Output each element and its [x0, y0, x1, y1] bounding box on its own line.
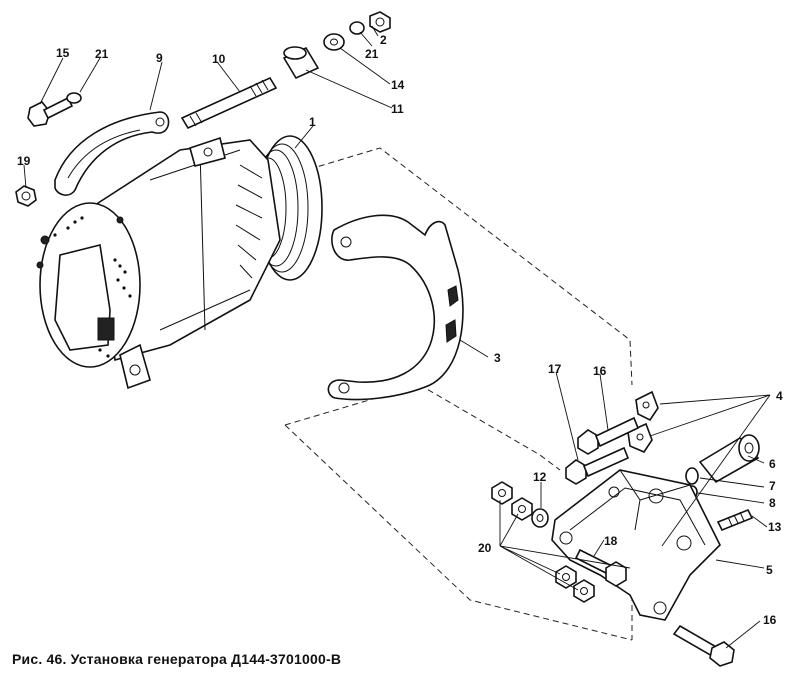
callout-11: 11 — [391, 102, 404, 116]
nuts-20-drawing — [491, 481, 595, 603]
callout-16-top: 16 — [593, 364, 607, 378]
callout-8: 8 — [769, 496, 776, 510]
callout-10: 10 — [212, 52, 226, 66]
callout-17: 17 — [548, 362, 562, 376]
callout-12: 12 — [533, 470, 547, 484]
callout-6: 6 — [769, 457, 776, 471]
callout-19: 19 — [17, 154, 31, 168]
shield-3-drawing — [327, 214, 464, 401]
generator-drawing — [36, 135, 323, 390]
lockwasher-21-right-drawing — [349, 21, 365, 35]
callout-16-bottom: 16 — [763, 613, 777, 627]
callout-18: 18 — [604, 534, 618, 548]
lockwasher-21-left-drawing — [66, 92, 82, 104]
callout-2: 2 — [380, 33, 387, 47]
callout-15: 15 — [56, 46, 70, 60]
stud-10-drawing — [180, 76, 278, 130]
callout-labels: 1 2 3 4 5 6 7 8 9 10 11 12 13 14 15 16 1… — [17, 33, 783, 627]
callout-3: 3 — [494, 351, 501, 365]
callout-21-right: 21 — [365, 47, 379, 61]
bracket-5-drawing — [551, 469, 721, 621]
sleeve-6-drawing — [698, 434, 760, 484]
leader-lines — [23, 25, 771, 649]
nut-2-drawing — [369, 11, 391, 33]
bolt-17-drawing — [565, 446, 630, 485]
washer-7-drawing — [685, 467, 699, 485]
stud-13-drawing — [716, 508, 754, 532]
nut-19-drawing — [15, 185, 37, 207]
washer-14-drawing — [323, 33, 345, 51]
callout-21-left: 21 — [95, 47, 109, 61]
bolt-16-bottom-drawing — [672, 624, 735, 667]
bushing-11-drawing — [282, 46, 320, 80]
callout-14: 14 — [391, 78, 405, 92]
washer-12-drawing — [531, 508, 549, 528]
generator-dots — [53, 216, 132, 358]
callout-1: 1 — [309, 115, 316, 129]
bolt-15-drawing — [27, 96, 74, 127]
figure-caption: Рис. 46. Установка генератора Д144-37010… — [12, 651, 342, 667]
callout-13: 13 — [768, 520, 782, 534]
bolt-16-top-drawing — [577, 416, 640, 455]
callout-7: 7 — [769, 479, 776, 493]
callout-20: 20 — [478, 541, 492, 555]
callout-4: 4 — [776, 389, 783, 403]
strap-drawing — [54, 111, 170, 196]
assembly-dashed-lines — [284, 147, 633, 641]
callout-5: 5 — [766, 563, 773, 577]
callout-9: 9 — [156, 51, 163, 65]
